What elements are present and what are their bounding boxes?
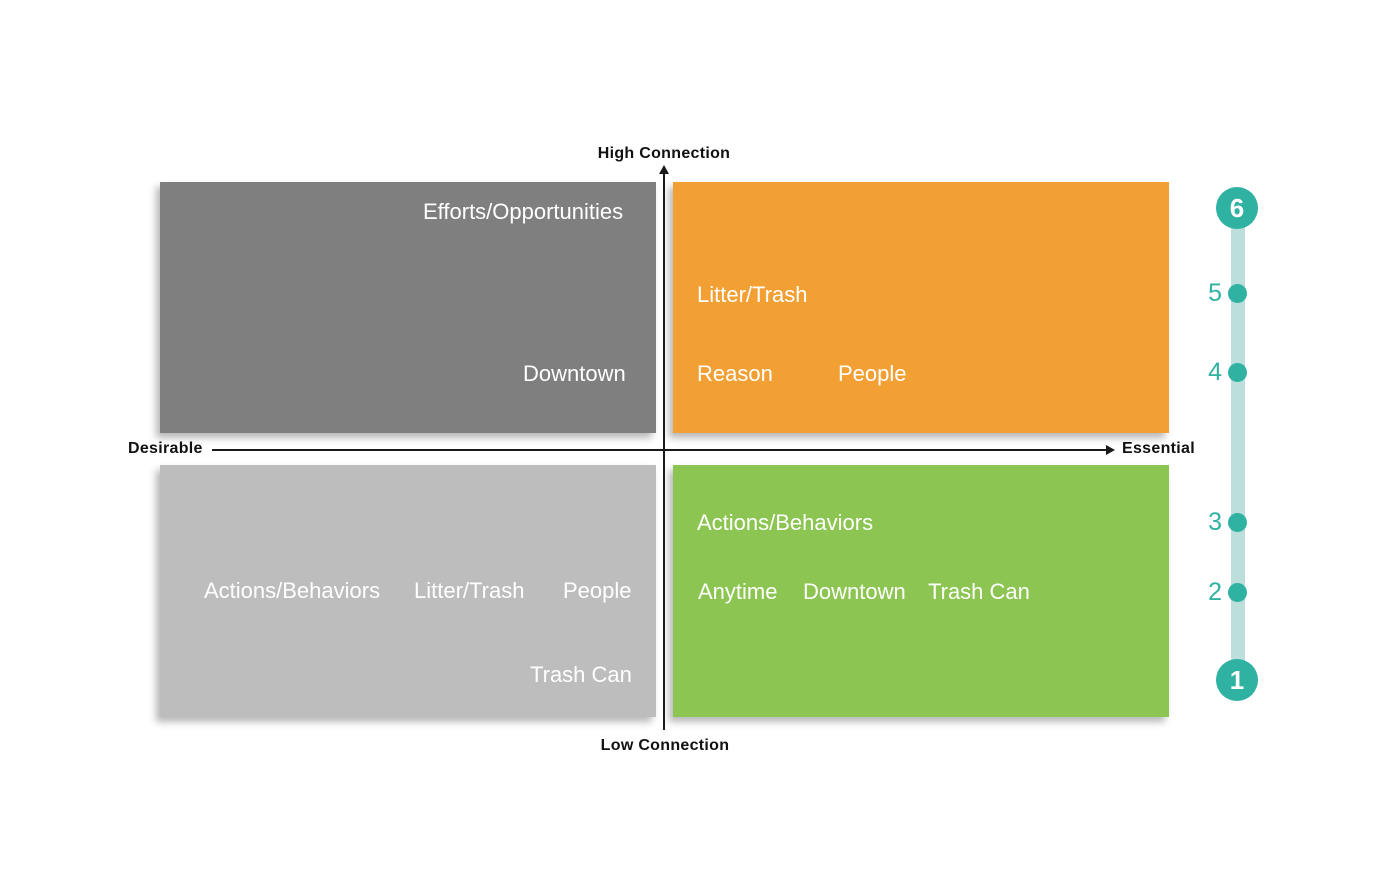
scale-dot-icon [1228, 284, 1247, 303]
quadrant-item: Litter/Trash [697, 282, 808, 307]
quadrant-item: Actions/Behaviors [697, 510, 874, 535]
axis-label-low-connection: Low Connection [600, 737, 730, 754]
quadrant-item: People [563, 578, 632, 603]
scale-node-1: 1 [1216, 659, 1258, 701]
scale-label-2: 2 [1208, 578, 1222, 606]
scale-track [1231, 205, 1245, 677]
scale-label-3: 3 [1208, 508, 1222, 536]
quadrant-item: Downtown [523, 361, 626, 386]
scale-dot-icon [1228, 363, 1247, 382]
quadrant-item: People [838, 361, 907, 386]
axis-label-desirable: Desirable [128, 440, 203, 457]
scale-dot-icon [1228, 513, 1247, 532]
horizontal-axis-line [212, 449, 1107, 451]
quadrant-item: Trash Can [530, 662, 632, 687]
quadrant-item: Actions/Behaviors [204, 578, 381, 603]
quadrant-desirable-low [160, 465, 656, 717]
axis-label-high-connection: High Connection [597, 145, 731, 162]
arrow-up-icon [659, 165, 669, 174]
quadrant-item: Efforts/Opportunities [423, 199, 624, 224]
quadrant-item: Litter/Trash [414, 578, 525, 603]
axis-label-essential: Essential [1122, 440, 1195, 457]
quadrant-essential-low [673, 465, 1169, 717]
arrow-right-icon [1106, 445, 1115, 455]
scale-label-5: 5 [1208, 279, 1222, 307]
quadrant-desirable-high [160, 182, 656, 433]
quadrant-item: Reason [697, 361, 773, 386]
scale-label-4: 4 [1208, 358, 1222, 386]
quadrant-item: Trash Can [928, 579, 1030, 604]
scale-dot-icon [1228, 583, 1247, 602]
quadrant-essential-high [673, 182, 1169, 433]
quadrant-item: Anytime [698, 579, 778, 604]
scale-node-6: 6 [1216, 187, 1258, 229]
quadrant-item: Downtown [803, 579, 906, 604]
